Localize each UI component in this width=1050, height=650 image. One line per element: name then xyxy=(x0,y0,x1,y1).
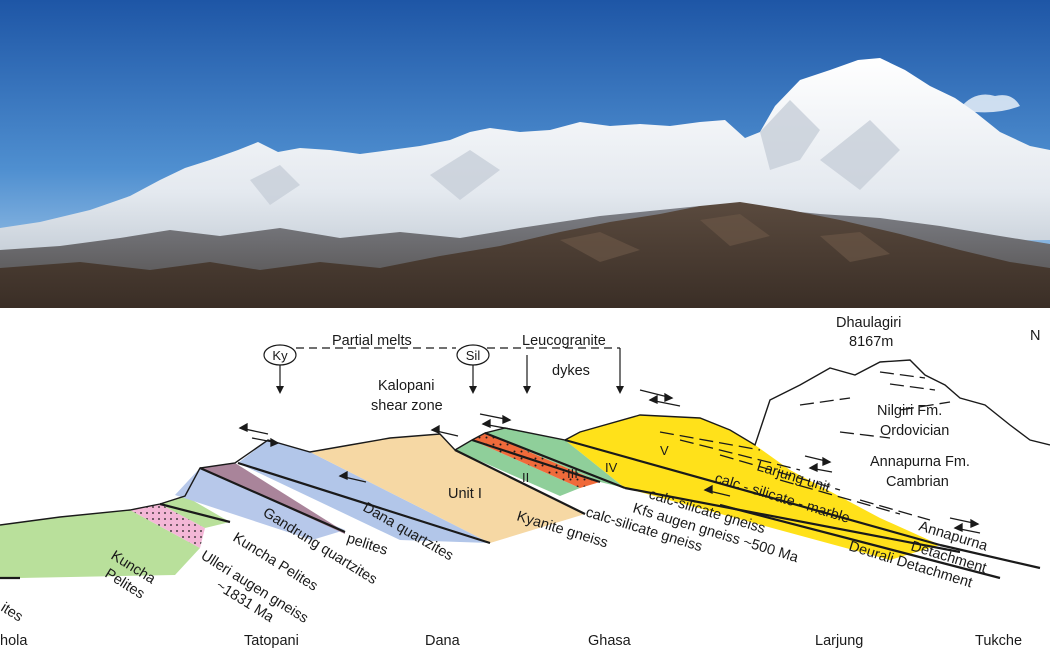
foreground-ridge xyxy=(0,202,1050,308)
sillimanite-mineral-marker: Sil xyxy=(456,344,490,366)
north-label: N xyxy=(1030,328,1040,344)
cambrian-label: Cambrian xyxy=(886,474,949,490)
town-hola: hola xyxy=(0,633,28,649)
annapurna-fm-label: Annapurna Fm. xyxy=(870,454,970,470)
kalopani-label: Kalopani xyxy=(378,378,434,394)
town-ghasa: Ghasa xyxy=(588,633,632,649)
dhaulagiri-elevation-label: 8167m xyxy=(849,334,893,350)
partial-melts-label: Partial melts xyxy=(332,333,412,349)
unit-iv-label: IV xyxy=(605,460,618,475)
mountain-panorama-photo xyxy=(0,0,1050,308)
snow-shadow xyxy=(250,100,900,205)
dana-quartzites-unit xyxy=(238,440,490,543)
kyanite-mineral-marker: Ky xyxy=(263,344,297,366)
melt-arrowheads xyxy=(276,386,624,394)
dhaulagiri-label: Dhaulagiri xyxy=(836,315,901,331)
ulleri-augen-gneiss-unit xyxy=(130,504,205,548)
cloud xyxy=(960,94,1020,113)
shear-zone-label: shear zone xyxy=(371,398,443,414)
contact-lines xyxy=(0,431,1041,580)
topographic-profile xyxy=(0,359,1050,526)
ky-label: Ky xyxy=(272,348,288,363)
dykes-label: dykes xyxy=(552,363,590,379)
unit-v-label: V xyxy=(660,443,669,458)
geological-cross-section: Ky Sil Partial melts Leucogranite dykes … xyxy=(0,315,1050,649)
kuncha-blue-band xyxy=(175,468,345,540)
ordovician-label: Ordovician xyxy=(880,423,949,439)
unit-i-label: Unit I xyxy=(448,486,482,502)
town-tatopani: Tatopani xyxy=(244,633,299,649)
ites-fragment-label: ites xyxy=(0,600,26,626)
kuncha-pelites-unit xyxy=(0,510,200,578)
town-tukche: Tukche xyxy=(975,633,1022,649)
sil-label: Sil xyxy=(466,348,481,363)
unit-iv xyxy=(485,428,625,488)
unit-ii-label: II xyxy=(522,470,529,485)
partial-melt-connector xyxy=(279,347,621,388)
shear-arrows xyxy=(238,389,981,534)
nilgiri-label: Nilgiri Fm. xyxy=(877,403,942,419)
unit-v-larjung xyxy=(565,415,940,560)
town-larjung: Larjung xyxy=(815,633,863,649)
bedding-dashes xyxy=(659,371,951,521)
unit-i xyxy=(310,434,585,543)
leucogranite-label: Leucogranite xyxy=(522,333,606,349)
pelites-label: pelites xyxy=(345,531,390,559)
town-dana: Dana xyxy=(425,633,461,649)
ridge-texture xyxy=(560,214,890,262)
unit-iii-label: III xyxy=(567,466,578,481)
unit-ii xyxy=(455,440,580,496)
